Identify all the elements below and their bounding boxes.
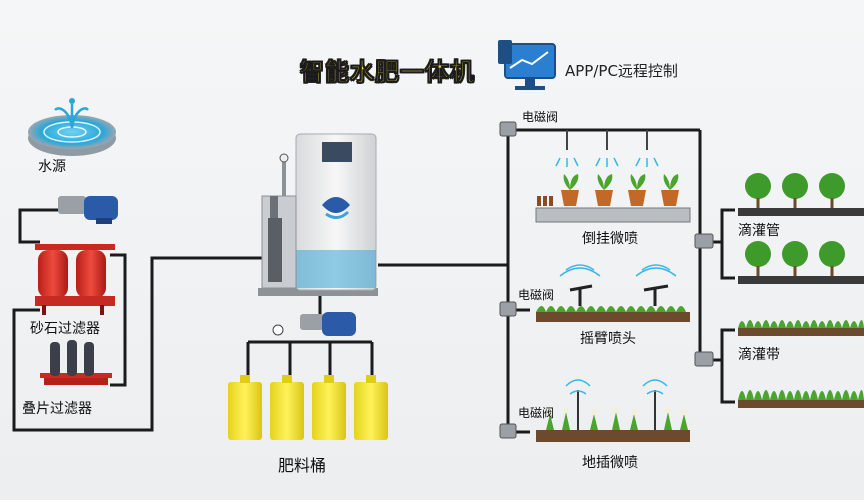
integrated-machine bbox=[258, 133, 378, 296]
fertilizer-bucket-label: 肥料桶 bbox=[278, 456, 327, 475]
water-source-label: 水源 bbox=[38, 159, 66, 175]
remote-control-label: APP/PC远程控制 bbox=[565, 62, 678, 80]
drip-tape-plants bbox=[738, 320, 864, 408]
solenoid-valve-label: 电磁阀 bbox=[522, 110, 559, 124]
solenoid-valve-label: 电磁阀 bbox=[518, 406, 555, 420]
drip-pipe-label: 滴灌管 bbox=[738, 223, 780, 239]
hanging-micro-spray-label: 倒挂微喷 bbox=[582, 231, 638, 247]
water-pump bbox=[58, 196, 118, 224]
disc-filter bbox=[40, 340, 112, 385]
fertilizer-pump bbox=[272, 312, 356, 336]
page-title: 智能水肥一体机 bbox=[300, 58, 475, 87]
rocker-sprinkler-label: 摇臂喷头 bbox=[580, 331, 636, 347]
sand-filter bbox=[35, 244, 115, 315]
sand-filter-label: 砂石过滤器 bbox=[30, 321, 100, 337]
computer-icon bbox=[498, 40, 556, 90]
solenoid-valves bbox=[499, 121, 714, 439]
drip-pipe-plants bbox=[738, 173, 864, 284]
rocker-sprinkler bbox=[536, 264, 690, 322]
hanging-micro-spray bbox=[535, 130, 691, 223]
ground-micro-spray bbox=[536, 379, 690, 442]
solenoid-valve-label: 电磁阀 bbox=[518, 288, 555, 302]
water-source-pool bbox=[28, 98, 116, 156]
drip-tape-label: 滴灌带 bbox=[738, 347, 780, 363]
ground-micro-spray-label: 地插微喷 bbox=[582, 455, 638, 471]
disc-filter-label: 叠片过滤器 bbox=[22, 401, 92, 417]
fertilizer-buckets bbox=[228, 375, 388, 440]
pipe-network bbox=[12, 128, 735, 434]
